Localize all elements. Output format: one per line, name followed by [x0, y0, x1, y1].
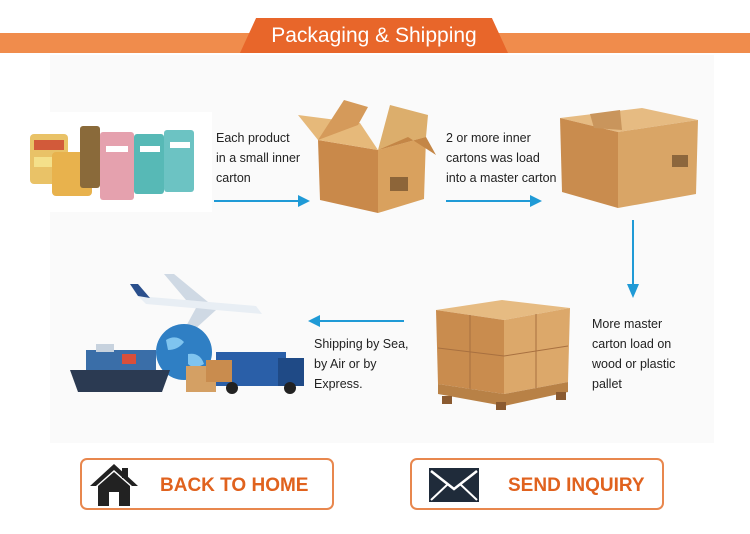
shipping-collage-image: [66, 274, 306, 404]
step-1-text: Each product in a small inner carton: [216, 131, 301, 185]
arrow-right-1: [214, 194, 310, 212]
step-4-text: Shipping by Sea, by Air or by Express.: [314, 337, 409, 391]
envelope-icon: [428, 467, 480, 508]
page-title: Packaging & Shipping: [271, 24, 477, 47]
pallet-cartons-image: [432, 296, 572, 414]
closed-carton-image: [560, 100, 700, 210]
send-inquiry-label: SEND INQUIRY: [508, 475, 645, 496]
back-to-home-label: BACK TO HOME: [160, 475, 309, 496]
house-icon: [86, 462, 142, 513]
arrow-down: [627, 220, 639, 303]
product-pouches-image: [22, 112, 212, 212]
arrow-right-2: [446, 194, 542, 212]
step-3-text: More master carton load on wood or plast…: [592, 317, 676, 391]
open-carton-image: [298, 95, 438, 215]
back-to-home-button[interactable]: BACK TO HOME: [80, 458, 334, 510]
header-tab: [240, 18, 508, 53]
step-2-text: 2 or more inner cartons was load into a …: [446, 131, 557, 185]
arrow-left: [308, 314, 404, 332]
send-inquiry-button[interactable]: SEND INQUIRY: [410, 458, 664, 510]
